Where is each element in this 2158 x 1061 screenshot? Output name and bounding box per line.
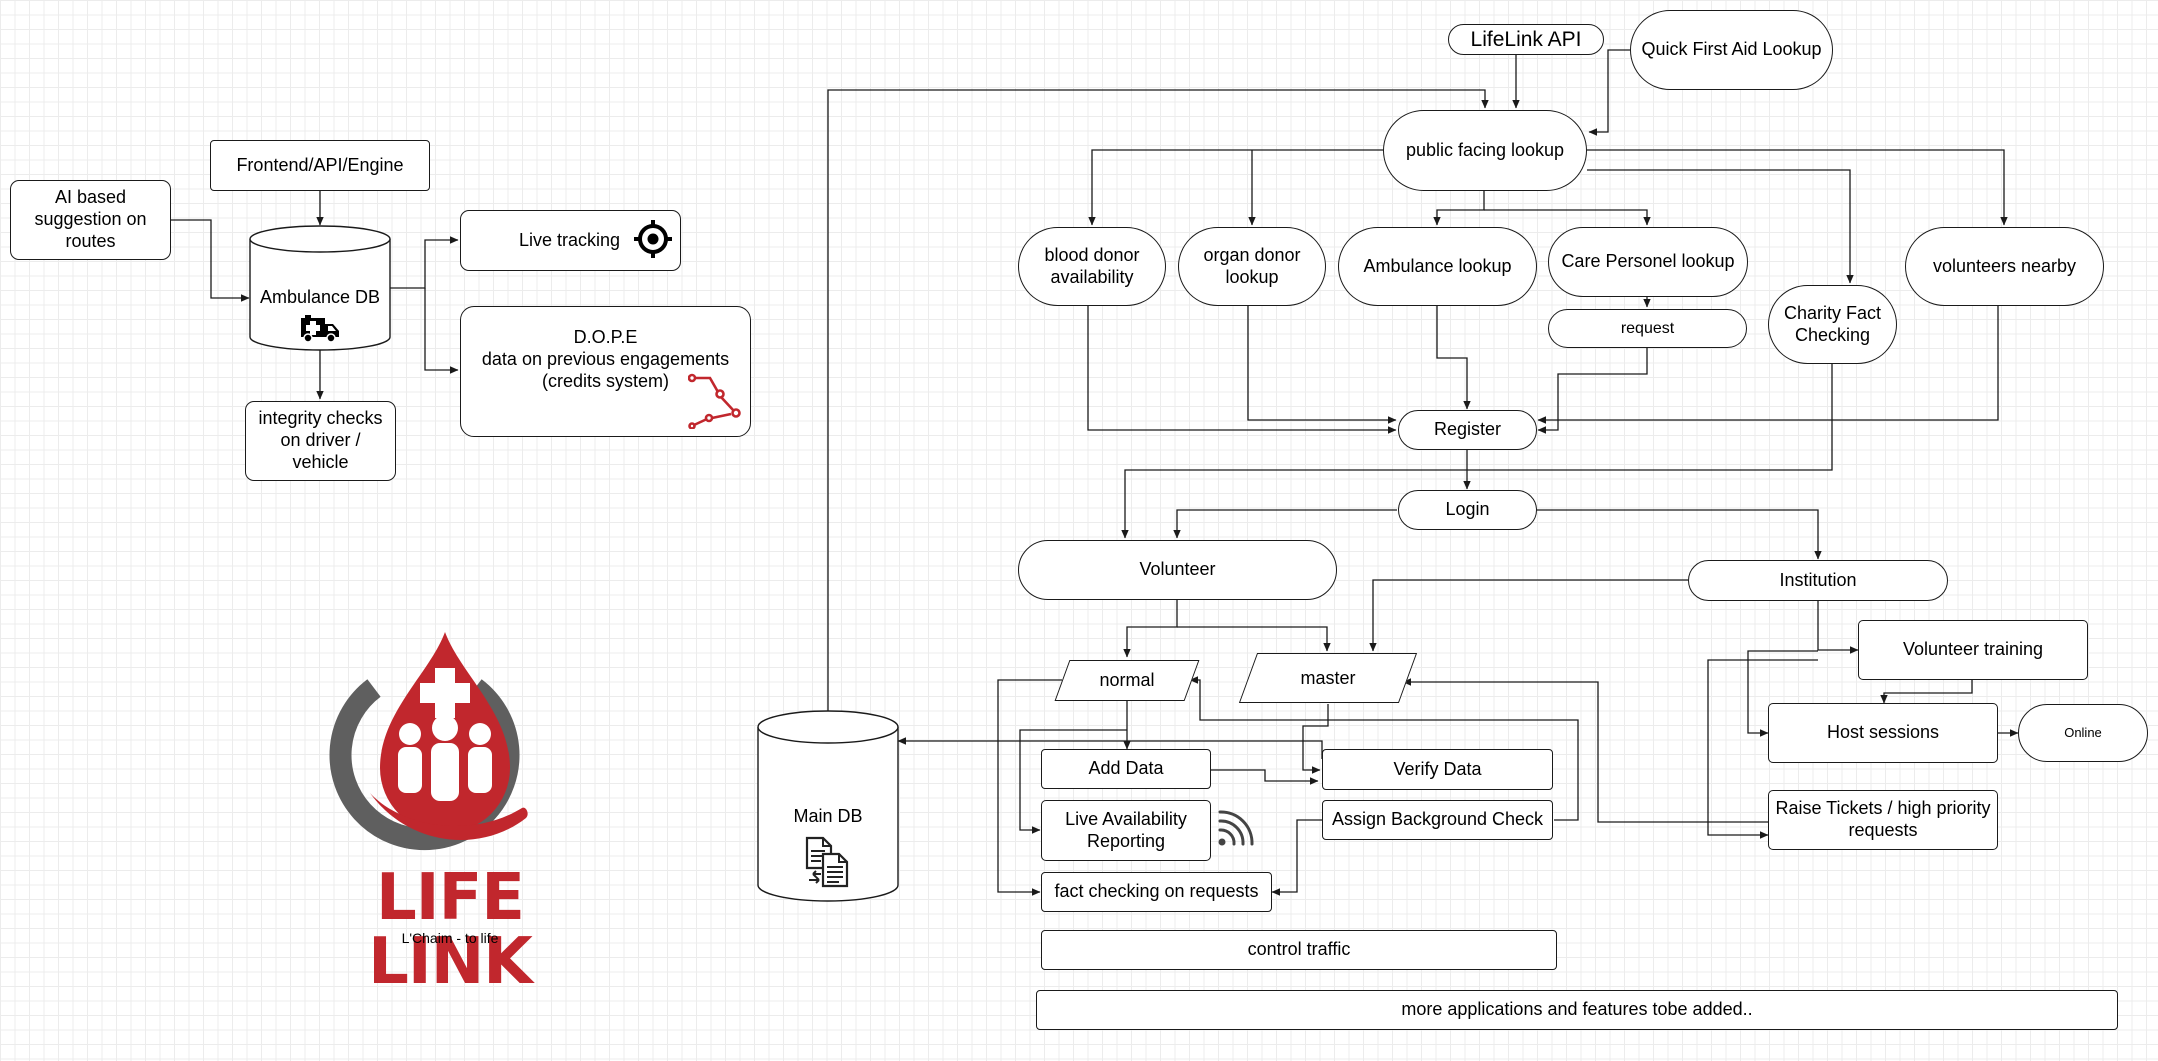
institution-node: Institution — [1688, 560, 1948, 601]
edge-training-to-host — [1880, 680, 1973, 704]
edge-master-to-verify — [1302, 704, 1329, 774]
edge-public-to-charity — [1587, 169, 1854, 284]
integrity-node: integrity checks on driver / vehicle — [245, 401, 396, 481]
edge-ambulance-to-register — [1436, 306, 1471, 410]
ambulance-db-cylinder — [249, 225, 391, 351]
blood-donor-node: blood donor availability — [1018, 227, 1166, 306]
edge-assign-to-normal — [1189, 676, 1579, 821]
edge-charity-to-volunteer — [1121, 362, 1833, 539]
live-tracking-node: Live tracking — [460, 210, 681, 271]
dope-node: D.O.P.E data on previous engagements (cr… — [460, 306, 751, 437]
edge-assign-to-factcheck — [1271, 819, 1322, 896]
edge-ai-to-ambdb — [171, 219, 250, 302]
edge-public-to-volunteers — [1587, 149, 2008, 226]
first-aid-node: Quick First Aid Lookup — [1630, 10, 1833, 90]
raise-tickets-node: Raise Tickets / high priority requests — [1768, 790, 1998, 850]
login-node: Login — [1398, 490, 1537, 530]
edge-institution-to-tickets — [1707, 659, 1818, 839]
edge-institution-to-master — [1369, 579, 1688, 652]
dope-body: data on previous engagements — [481, 348, 730, 369]
edge-volunteer-to-normal — [1123, 600, 1178, 658]
ai-routes-node: AI based suggestion on routes — [10, 180, 171, 260]
edge-public-to-care — [1484, 209, 1651, 226]
master-label: master — [1300, 667, 1356, 688]
public-lookup-node: public facing lookup — [1383, 110, 1587, 191]
edge-tickets-to-master — [1402, 678, 1768, 823]
edge-ambdb-to-dope — [424, 288, 459, 374]
edge-volnearby-to-register — [1537, 306, 1999, 424]
edge-ambdb-to-tracking — [390, 236, 459, 289]
lifelink-api-node: LifeLink API — [1448, 24, 1604, 55]
edge-adddata-to-verify — [1211, 769, 1319, 785]
edge-blood-to-register — [1087, 306, 1397, 434]
charity-node: Charity Fact Checking — [1768, 285, 1897, 364]
control-traffic-node: control traffic — [1041, 930, 1557, 970]
dope-credits: (credits system) — [541, 370, 669, 391]
live-availability-node: Live Availability Reporting — [1041, 800, 1211, 861]
ambulance-icon — [301, 315, 339, 343]
normal-node: normal — [1054, 660, 1200, 701]
host-sessions-node: Host sessions — [1768, 703, 1998, 763]
edge-organ-to-register — [1247, 306, 1397, 424]
frontend-node: Frontend/API/Engine — [210, 140, 430, 191]
volunteer-node: Volunteer — [1018, 540, 1337, 600]
care-personel-node: Care Personel lookup — [1548, 227, 1748, 297]
register-node: Register — [1398, 410, 1537, 450]
lifelink-logo — [329, 632, 528, 851]
crosshair-icon — [634, 220, 672, 258]
edge-normal-to-liveavail — [1019, 729, 1127, 834]
add-data-node: Add Data — [1041, 749, 1211, 789]
master-node: master — [1238, 653, 1418, 703]
edge-firstaid-to-public — [1588, 49, 1630, 136]
main-db-cylinder — [757, 710, 899, 902]
request-node: request — [1548, 309, 1747, 348]
route-icon — [688, 373, 741, 429]
document-exchange-icon — [805, 836, 849, 888]
edge-institution-to-host — [1747, 650, 1818, 737]
volunteers-nearby-node: volunteers nearby — [1905, 227, 2104, 306]
online-node: Online — [2018, 704, 2148, 762]
dope-title: D.O.P.E — [573, 327, 638, 347]
edge-request-to-register — [1537, 348, 1648, 434]
edge-maindb-to-public — [827, 89, 1489, 712]
edge-login-to-volunteer — [1173, 509, 1397, 539]
volunteer-training-node: Volunteer training — [1858, 620, 2088, 680]
fact-checking-node: fact checking on requests — [1041, 872, 1272, 912]
more-apps-node: more applications and features tobe adde… — [1036, 990, 2118, 1030]
ambulance-lookup-node: Ambulance lookup — [1338, 227, 1537, 306]
logo-tagline: L'Chaim - to life — [401, 930, 499, 946]
edge-institution-to-training — [1817, 601, 1859, 654]
assign-bg-node: Assign Background Check — [1322, 800, 1553, 840]
organ-donor-node: organ donor lookup — [1178, 227, 1326, 306]
edge-public-to-blood — [1088, 149, 1383, 226]
main-db-label: Main DB — [793, 806, 863, 827]
ambulance-db-label: Ambulance DB — [259, 287, 381, 308]
edge-login-to-institution — [1537, 509, 1822, 560]
verify-data-node: Verify Data — [1322, 749, 1553, 790]
edge-public-to-ambulance — [1433, 191, 1485, 226]
normal-label: normal — [1099, 670, 1155, 690]
wifi-signal-icon — [1218, 810, 1254, 846]
logo-wordmark: LIFE LINK — [368, 861, 533, 999]
edge-normal-to-factcheck — [997, 679, 1062, 896]
edge-volunteer-to-master — [1177, 626, 1331, 652]
